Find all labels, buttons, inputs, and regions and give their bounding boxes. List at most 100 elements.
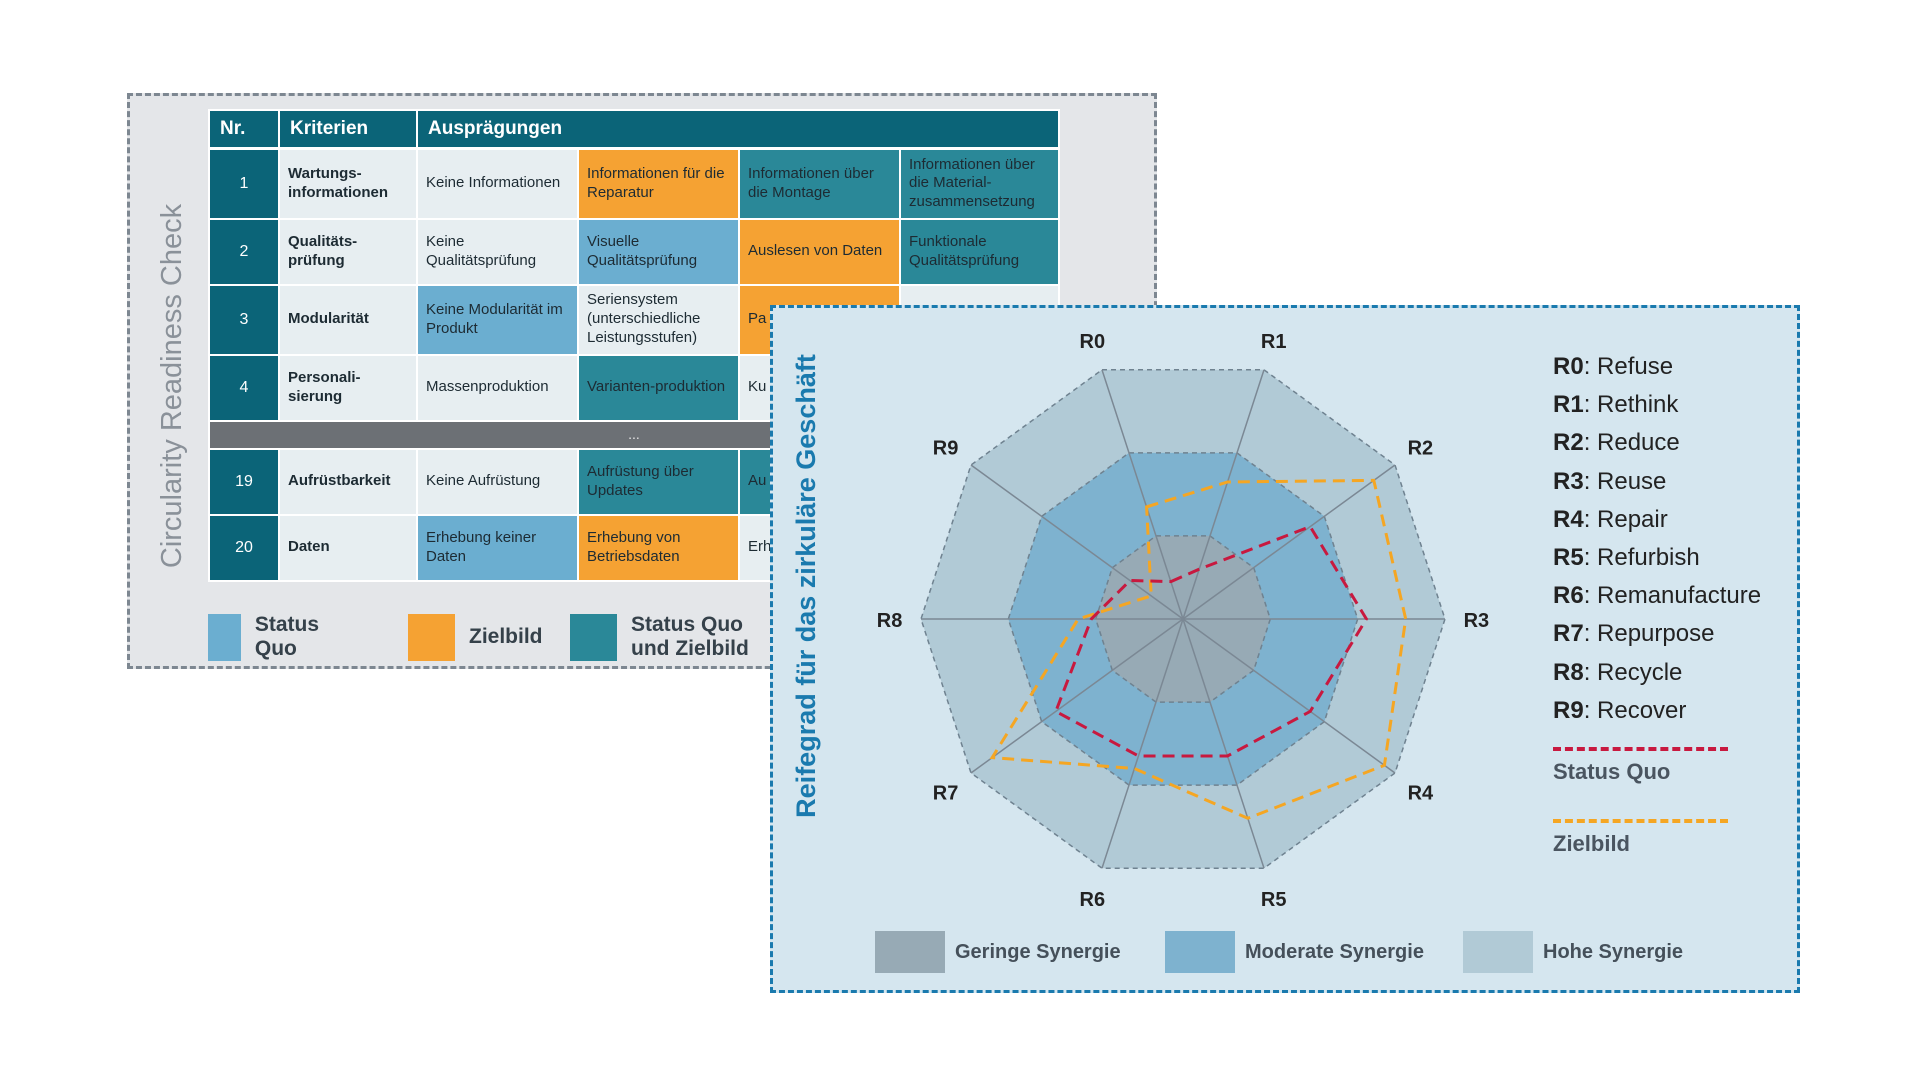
- axis-spoke-r7: [970, 618, 1184, 774]
- characteristic-cell: Auslesen von Daten: [738, 217, 901, 286]
- r-legend-code: R2: [1553, 429, 1584, 457]
- r-legend-code: R4: [1553, 505, 1584, 533]
- axis-label-r2: R2: [1408, 438, 1434, 460]
- r-legend-item: R9: Recover: [1553, 692, 1813, 730]
- r-legend-item: R6: Remanufacture: [1553, 577, 1813, 615]
- r-legend-item: R4: Repair: [1553, 501, 1813, 539]
- criterion-cell: Qualitäts-prüfung: [278, 217, 418, 286]
- r-legend-name: : Rethink: [1583, 391, 1679, 419]
- r-legend-code: R7: [1553, 620, 1584, 648]
- characteristic-cell: Keine Informationen: [416, 147, 579, 220]
- synergy-label-moderate: Moderate Synergie: [1245, 940, 1424, 963]
- axis-spoke-r1: [1182, 369, 1265, 620]
- row-number: 3: [208, 283, 280, 356]
- r-legend-item: R2: Reduce: [1553, 424, 1813, 462]
- legend-swatch-both: [570, 613, 617, 661]
- synergy-item-hohe: Hohe Synergie: [1463, 930, 1683, 974]
- header-auspraegungen: Ausprägungen: [416, 109, 1060, 150]
- axis-spoke-r9: [970, 464, 1184, 620]
- r-legend-name: : Refuse: [1583, 353, 1674, 380]
- status-quo-series-line: [1053, 524, 1369, 758]
- characteristic-cell: Seriensystem (unterschiedliche Leistungs…: [577, 283, 740, 356]
- r-legend-code: R6: [1553, 582, 1584, 610]
- r-legend-name: : Reduce: [1583, 429, 1680, 457]
- row-number: 4: [208, 353, 280, 422]
- r-legend-item: R7: Repurpose: [1553, 615, 1813, 653]
- r-legend-name: : Recycle: [1583, 658, 1683, 686]
- legend-swatch-status-quo: [208, 613, 241, 661]
- axis-label-r1: R1: [1261, 331, 1287, 353]
- characteristic-cell: Informationen über die Material-zusammen…: [899, 147, 1060, 220]
- characteristic-cell: Keine Qualitätsprüfung: [416, 217, 579, 286]
- axis-spoke-r6: [1101, 618, 1184, 869]
- r-legend-code: R5: [1553, 543, 1584, 571]
- axis-label-r5: R5: [1261, 889, 1287, 911]
- criterion-cell: Daten: [278, 513, 418, 582]
- status-quo-line-sample: [1553, 747, 1728, 751]
- characteristic-cell: Keine Aufrüstung: [416, 447, 579, 516]
- characteristic-cell: Varianten-produktion: [577, 353, 740, 422]
- characteristic-cell: Massenproduktion: [416, 353, 579, 422]
- r-legend-name: : Repurpose: [1583, 620, 1715, 648]
- header-kriterien: Kriterien: [278, 109, 418, 150]
- zielbild-line-sample: [1553, 819, 1728, 823]
- synergy-item-geringe: Geringe Synergie: [875, 930, 1121, 974]
- r-legend-item: R0: Refuse: [1553, 348, 1813, 386]
- r-legend-item: R3: Reuse: [1553, 463, 1813, 501]
- axis-spoke-r5: [1182, 618, 1265, 869]
- zielbild-series-label: Zielbild: [1553, 831, 1630, 856]
- series-legend-zielbild: Zielbild: [1553, 819, 1728, 857]
- series-legend-status-quo: Status Quo: [1553, 747, 1728, 785]
- r-legend-code: R0: [1553, 353, 1584, 380]
- synergy-swatch-hohe: [1463, 931, 1533, 973]
- criterion-cell: Modularität: [278, 283, 418, 356]
- row-number: 20: [208, 513, 280, 582]
- synergy-swatch-moderate: [1165, 931, 1235, 973]
- r-legend-code: R8: [1553, 658, 1584, 686]
- r-legend-name: : Reuse: [1583, 467, 1667, 495]
- r-legend-code: R3: [1553, 467, 1584, 495]
- characteristic-cell: Erhebung keiner Daten: [416, 513, 579, 582]
- characteristic-cell: Aufrüstung über Updates: [577, 447, 740, 516]
- row-number: 2: [208, 217, 280, 286]
- r-legend-item: R5: Refurbish: [1553, 539, 1813, 577]
- legend-label-both: Status Quo und Zielbild: [631, 612, 749, 660]
- criterion-cell: Wartungs-informationen: [278, 147, 418, 220]
- characteristic-cell: Informationen für die Reparatur: [577, 147, 740, 220]
- r-legend-code: R9: [1553, 696, 1584, 724]
- axis-spoke-r0: [1101, 369, 1184, 620]
- r-legend-name: : Recover: [1583, 696, 1687, 724]
- synergy-item-moderate: Moderate Synergie: [1165, 930, 1424, 974]
- legend-item-zielbild: Zielbild: [408, 612, 543, 662]
- characteristic-cell: Visuelle Qualitätsprüfung: [577, 217, 740, 286]
- synergy-label-geringe: Geringe Synergie: [955, 940, 1121, 963]
- zielbild-series-line: [989, 478, 1408, 820]
- synergy-swatch-geringe: [875, 931, 945, 973]
- table-header-row: Nr. Kriterien Ausprägungen: [208, 109, 1060, 150]
- synergy-label-hohe: Hohe Synergie: [1543, 940, 1684, 963]
- r-legend-item: R8: Recycle: [1553, 654, 1813, 692]
- r-legend-name: : Refurbish: [1583, 543, 1700, 571]
- r-legend-item: R1: Rethink: [1553, 386, 1813, 424]
- header-nr: Nr.: [208, 109, 280, 150]
- legend-label-zielbild: Zielbild: [469, 624, 543, 648]
- axis-label-r8: R8: [877, 610, 903, 632]
- axis-spoke-r2: [1182, 464, 1396, 620]
- legend-swatch-zielbild: [408, 613, 455, 661]
- status-quo-series-label: Status Quo: [1553, 759, 1671, 784]
- axis-spoke-r4: [1182, 618, 1396, 774]
- axis-label-r6: R6: [1080, 889, 1106, 911]
- legend-item-both: Status Quo und Zielbild: [570, 612, 751, 662]
- characteristic-cell: Erhebung von Betriebsdaten: [577, 513, 740, 582]
- r-legend-name: : Repair: [1583, 505, 1668, 533]
- axis-label-r3: R3: [1464, 610, 1490, 632]
- axis-label-r9: R9: [933, 438, 959, 460]
- characteristic-cell: Funktionale Qualitätsprüfung: [899, 217, 1060, 286]
- r-legend-code: R1: [1553, 391, 1584, 419]
- row-number: 1: [208, 147, 280, 220]
